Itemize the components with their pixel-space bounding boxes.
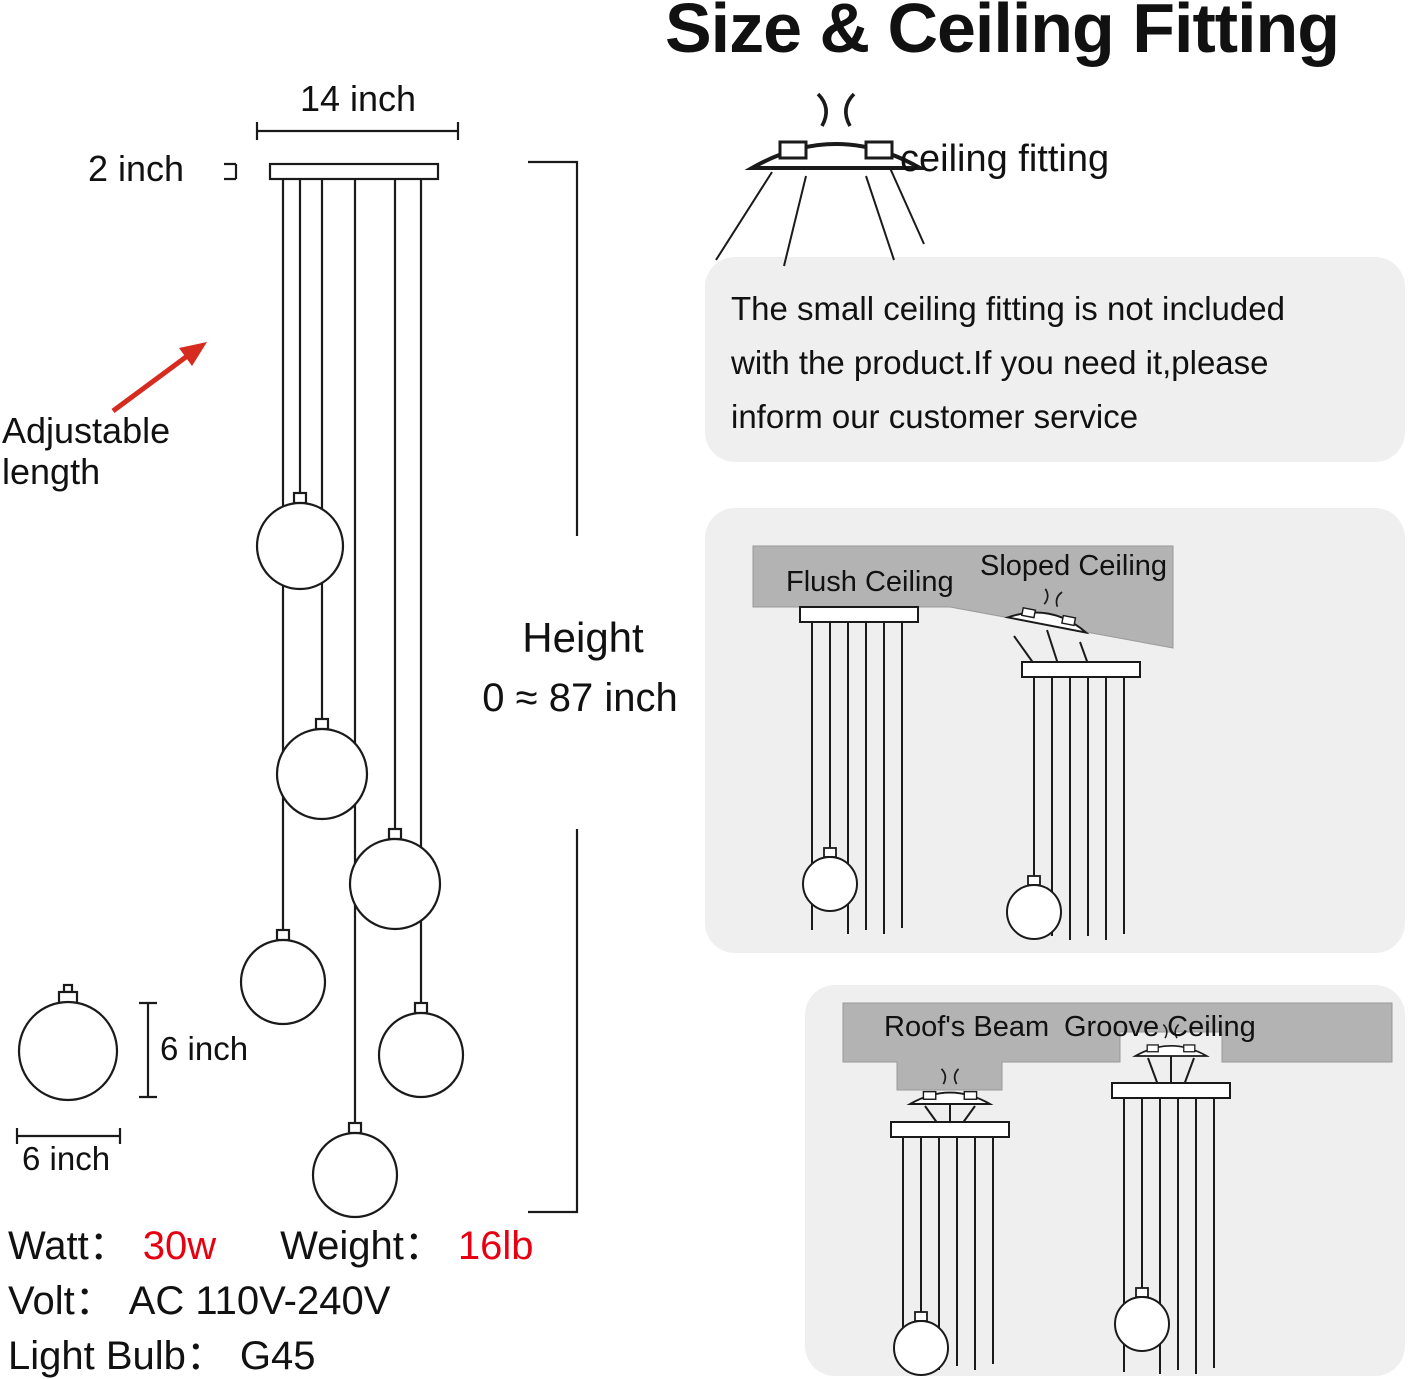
glass-globes (239, 491, 465, 1219)
adjustable-length-arrow-icon (111, 342, 207, 414)
globe-dimension-drawing (15, 983, 157, 1144)
spec-line-watt-weight: Watt： 30w Weight： 16lb (8, 1213, 534, 1271)
globe-width-label: 6 inch (22, 1140, 111, 1177)
bulb-value: G45 (239, 1334, 316, 1378)
beam-shape (842, 1002, 1393, 1091)
volt-value: AC 110V-240V (128, 1279, 391, 1323)
adjustable-length-label: Adjustable length (2, 410, 171, 493)
bulb-label: Light Bulb： (8, 1334, 226, 1378)
sloped-ceiling-label: Sloped Ceiling (980, 550, 1168, 582)
weight-label: Weight： (280, 1224, 444, 1268)
canopy-thickness-bracket (224, 162, 238, 181)
canopy-width-dimension-line (255, 122, 460, 140)
height-label: Height (522, 614, 644, 661)
ceiling-fitting-drawing (715, 92, 925, 267)
height-range-value: 0 ≈ 87 inch (482, 676, 678, 720)
page-title: Size & Ceiling Fitting (664, 0, 1340, 67)
pendant-light-drawing (224, 122, 579, 1219)
ceiling-fitting-label: ceiling fitting (900, 138, 1110, 180)
ceiling-fitting-note-text: The small ceiling fitting is not include… (731, 290, 1285, 435)
beam-groove-illustration (842, 1002, 1393, 1376)
canopy-thickness-label: 2 inch (88, 148, 185, 189)
canopy-plate (268, 162, 440, 181)
weight-value: 16lb (457, 1224, 534, 1268)
ceiling-fitting-note-box (705, 257, 1405, 462)
volt-label: Volt： (8, 1279, 115, 1323)
globe-height-label: 6 inch (160, 1030, 249, 1067)
groove-ceiling-label: Groove Ceiling (1064, 1011, 1256, 1043)
watt-value: 30w (142, 1224, 217, 1268)
spec-line-bulb: Light Bulb： G45 (8, 1323, 316, 1379)
height-dimension-bracket (528, 160, 579, 1214)
watt-label: Watt： (8, 1224, 129, 1268)
spec-line-volt: Volt： AC 110V-240V (8, 1268, 390, 1326)
flush-ceiling-label: Flush Ceiling (786, 566, 954, 598)
canopy-width-label: 14 inch (299, 78, 417, 119)
roofs-beam-label: Roof's Beam (884, 1011, 1050, 1043)
flush-sloped-illustration (752, 545, 1174, 940)
